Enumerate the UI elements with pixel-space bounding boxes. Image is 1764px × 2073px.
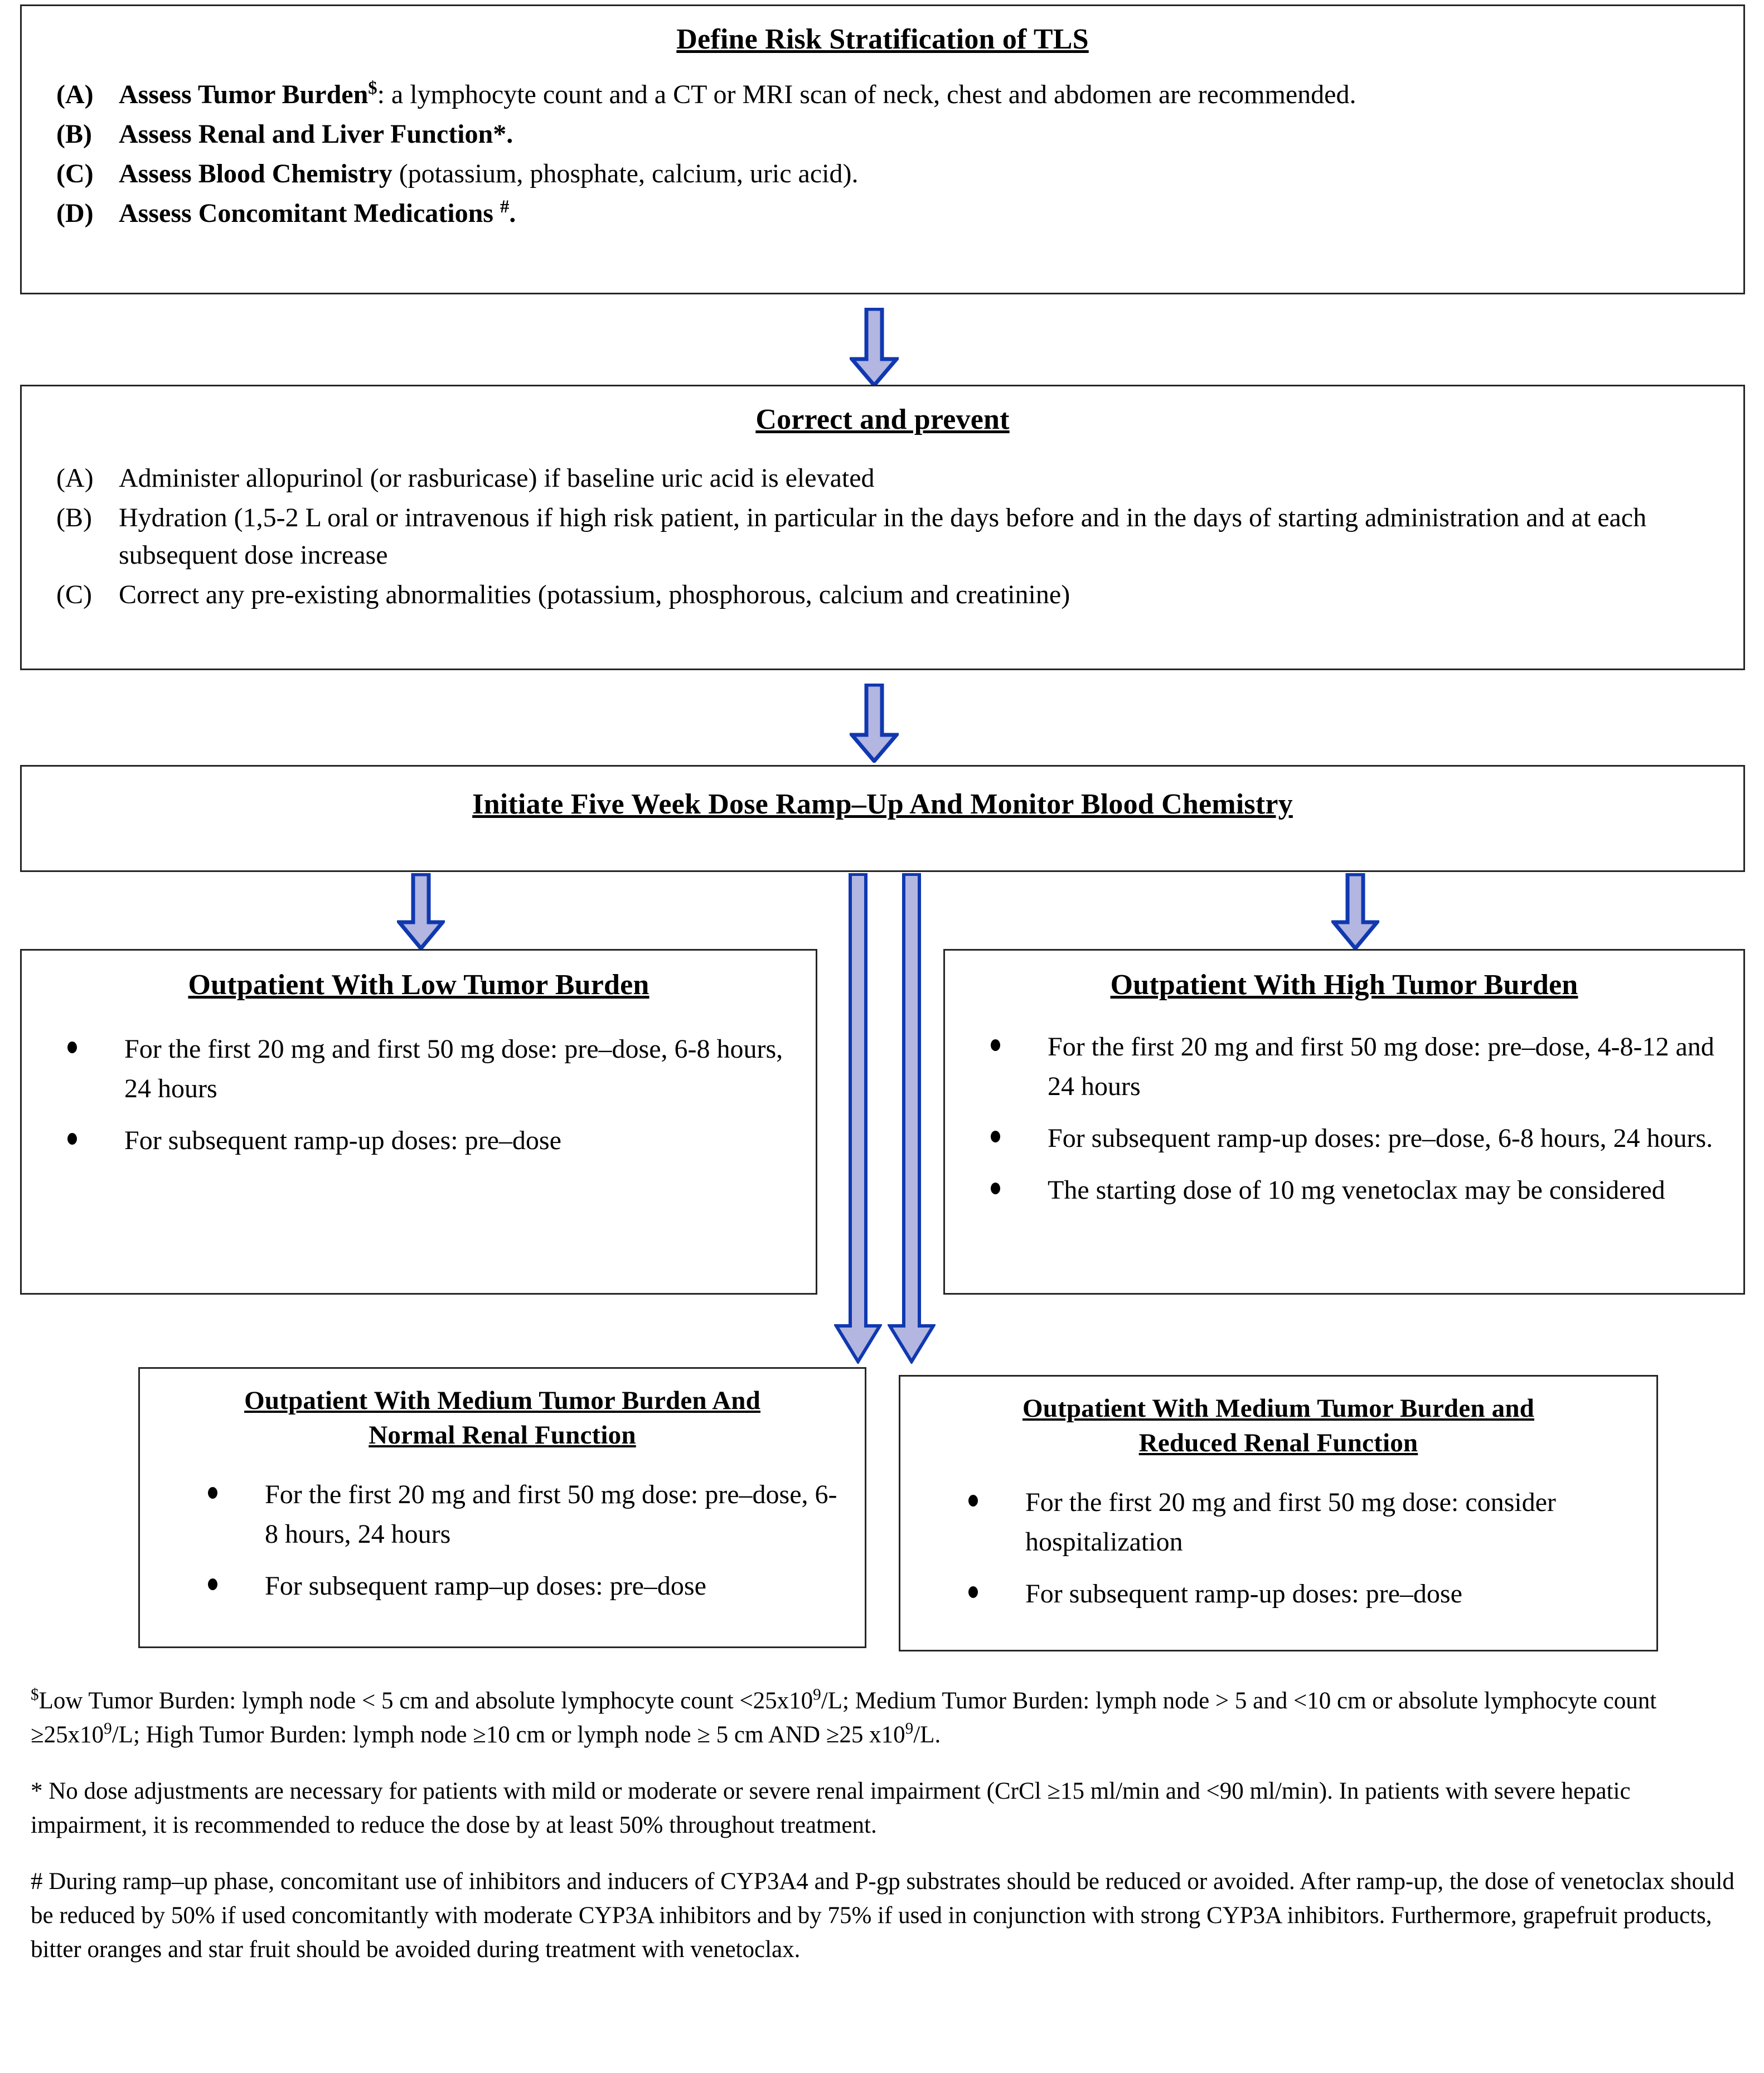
bullet-dot-icon — [968, 1495, 978, 1507]
arrow-risk-to-correct — [850, 308, 899, 387]
bullet-text: For subsequent ramp–up doses: pre–dose — [265, 1571, 706, 1601]
arrow-rampup-to-medium-reduced — [888, 873, 936, 1364]
list-item: (B) Hydration (1,5-2 L oral or intraveno… — [41, 499, 1724, 574]
list-item: (B) Assess Renal and Liver Function*. — [41, 115, 1724, 153]
bullet-dot-icon — [208, 1578, 217, 1591]
box-initiate-ramp-up: Initiate Five Week Dose Ramp–Up And Moni… — [20, 765, 1745, 872]
medium-reduced-renal-bullet-list: For the first 20 mg and first 50 mg dose… — [919, 1483, 1637, 1614]
list-item-text: Administer allopurinol (or rasburicase) … — [119, 463, 875, 493]
list-marker: (B) — [56, 119, 92, 149]
list-marker: (A) — [56, 79, 94, 109]
list-item: (C) Correct any pre-existing abnormaliti… — [41, 576, 1724, 613]
footnote-part: During ramp–up phase, concomitant use of… — [31, 1868, 1734, 1963]
list-item: For the first 20 mg and first 50 mg dose… — [964, 1027, 1724, 1106]
low-burden-bullet-list: For the first 20 mg and first 50 mg dose… — [41, 1029, 797, 1160]
bullet-text: The starting dose of 10 mg venetoclax ma… — [1048, 1175, 1665, 1205]
box-outpatient-medium-normal-renal: Outpatient With Medium Tumor Burden And … — [138, 1367, 866, 1648]
box-outpatient-medium-normal-renal-title-line1: Outpatient With Medium Tumor Burden And — [244, 1386, 760, 1415]
box-correct-and-prevent-title: Correct and prevent — [755, 404, 1010, 435]
footnote-part: /L; Medium Tumor Burden: lymph node > 5 … — [31, 1688, 1657, 1749]
footnote-part: /L. — [913, 1722, 941, 1749]
bullet-dot-icon — [67, 1132, 77, 1145]
list-item-rest: . — [509, 198, 516, 229]
footnote-marker-dollar: $ — [31, 1685, 39, 1704]
arrow-rampup-to-low — [397, 873, 445, 950]
list-item: (A) Assess Tumor Burden$: a lymphocyte c… — [41, 76, 1724, 113]
list-item: The starting dose of 10 mg venetoclax ma… — [964, 1170, 1724, 1210]
risk-stratification-list: (A) Assess Tumor Burden$: a lymphocyte c… — [41, 76, 1724, 233]
footnote-tumor-burden: $Low Tumor Burden: lymph node < 5 cm and… — [31, 1684, 1737, 1752]
box-initiate-ramp-up-title: Initiate Five Week Dose Ramp–Up And Moni… — [472, 788, 1293, 820]
medium-normal-renal-bullet-list: For the first 20 mg and first 50 mg dose… — [159, 1475, 846, 1606]
bullet-dot-icon — [208, 1487, 217, 1499]
box-outpatient-high-tumor-burden: Outpatient With High Tumor Burden For th… — [943, 949, 1745, 1295]
footnote-marker-hash: # — [31, 1868, 43, 1895]
list-item: For subsequent ramp-up doses: pre–dose, … — [964, 1118, 1724, 1158]
bullet-dot-icon — [991, 1182, 1000, 1194]
footnotes: $Low Tumor Burden: lymph node < 5 cm and… — [31, 1684, 1737, 1989]
box-define-risk-stratification-title: Define Risk Stratification of TLS — [676, 23, 1089, 55]
box-outpatient-low-tumor-burden-title: Outpatient With Low Tumor Burden — [188, 969, 650, 1001]
bullet-text: For subsequent ramp-up doses: pre–dose — [124, 1125, 561, 1155]
footnote-part: Low Tumor Burden: lymph node < 5 cm and … — [38, 1688, 813, 1714]
list-item-lead: Assess Blood Chemistry — [119, 159, 392, 188]
list-marker: (C) — [56, 159, 94, 188]
box-outpatient-medium-normal-renal-title-line2: Normal Renal Function — [369, 1421, 636, 1450]
footnote-exponent: 9 — [813, 1685, 821, 1704]
box-outpatient-high-tumor-burden-title: Outpatient With High Tumor Burden — [1110, 969, 1578, 1001]
list-item-rest: : a lymphocyte count and a CT or MRI sca… — [377, 79, 1356, 109]
bullet-dot-icon — [991, 1039, 1000, 1051]
bullet-dot-icon — [991, 1130, 1000, 1142]
footnote-part: No dose adjustments are necessary for pa… — [31, 1778, 1631, 1839]
list-item-lead: Assess Concomitant Medications — [119, 198, 500, 229]
footnote-ref-hash: # — [500, 197, 510, 217]
box-outpatient-medium-reduced-renal-title-line2: Reduced Renal Function — [1138, 1428, 1418, 1458]
footnote-concomitant-medications: # During ramp–up phase, concomitant use … — [31, 1864, 1737, 1967]
box-outpatient-low-tumor-burden: Outpatient With Low Tumor Burden For the… — [20, 949, 817, 1295]
list-item: For the first 20 mg and first 50 mg dose… — [919, 1483, 1637, 1562]
correct-and-prevent-list: (A) Administer allopurinol (or rasburica… — [41, 459, 1724, 614]
list-marker: (C) — [56, 580, 92, 610]
bullet-text: For the first 20 mg and first 50 mg dose… — [124, 1034, 783, 1103]
list-item-text: Correct any pre-existing abnormalities (… — [119, 580, 1070, 610]
high-burden-bullet-list: For the first 20 mg and first 50 mg dose… — [964, 1027, 1724, 1210]
bullet-dot-icon — [67, 1041, 77, 1053]
footnote-exponent: 9 — [104, 1720, 112, 1738]
bullet-dot-icon — [968, 1586, 978, 1599]
footnote-marker-asterisk: * — [31, 1778, 43, 1805]
list-item: For subsequent ramp-up doses: pre–dose — [919, 1574, 1637, 1614]
footnote-part: /L; High Tumor Burden: lymph node ≥10 cm… — [112, 1722, 905, 1749]
list-marker: (D) — [56, 198, 94, 229]
list-item: For subsequent ramp-up doses: pre–dose — [41, 1121, 797, 1160]
arrow-rampup-to-medium-normal — [834, 873, 882, 1364]
list-item-lead: Assess Renal and Liver Function*. — [119, 119, 513, 149]
list-item-rest: (potassium, phosphate, calcium, uric aci… — [392, 159, 859, 188]
list-item: For the first 20 mg and first 50 mg dose… — [159, 1475, 846, 1554]
footnote-ref-dollar: $ — [368, 78, 377, 98]
bullet-text: For the first 20 mg and first 50 mg dose… — [265, 1480, 837, 1549]
list-item: For the first 20 mg and first 50 mg dose… — [41, 1029, 797, 1108]
list-item: (C) Assess Blood Chemistry (potassium, p… — [41, 155, 1724, 192]
box-correct-and-prevent: Correct and prevent (A) Administer allop… — [20, 385, 1745, 670]
box-outpatient-medium-reduced-renal-title-line1: Outpatient With Medium Tumor Burden and — [1022, 1394, 1534, 1423]
bullet-text: For subsequent ramp-up doses: pre–dose, … — [1048, 1123, 1713, 1153]
list-item: (D) Assess Concomitant Medications #. — [41, 195, 1724, 232]
footnote-exponent: 9 — [905, 1720, 914, 1738]
list-item-lead: Assess Tumor Burden — [119, 79, 369, 109]
box-outpatient-medium-reduced-renal: Outpatient With Medium Tumor Burden and … — [899, 1375, 1658, 1651]
list-marker: (B) — [56, 502, 92, 532]
bullet-text: For the first 20 mg and first 50 mg dose… — [1048, 1031, 1714, 1101]
arrow-rampup-to-high — [1331, 873, 1379, 950]
list-item: (A) Administer allopurinol (or rasburica… — [41, 459, 1724, 497]
arrow-correct-to-rampup — [850, 684, 899, 763]
bullet-text: For subsequent ramp-up doses: pre–dose — [1025, 1579, 1462, 1609]
list-marker: (A) — [56, 463, 94, 493]
list-item: For subsequent ramp–up doses: pre–dose — [159, 1566, 846, 1606]
box-define-risk-stratification: Define Risk Stratification of TLS (A) As… — [20, 4, 1745, 294]
list-item-text: Hydration (1,5-2 L oral or intravenous i… — [119, 502, 1647, 570]
bullet-text: For the first 20 mg and first 50 mg dose… — [1025, 1488, 1556, 1557]
footnote-renal-hepatic: * No dose adjustments are necessary for … — [31, 1774, 1737, 1842]
